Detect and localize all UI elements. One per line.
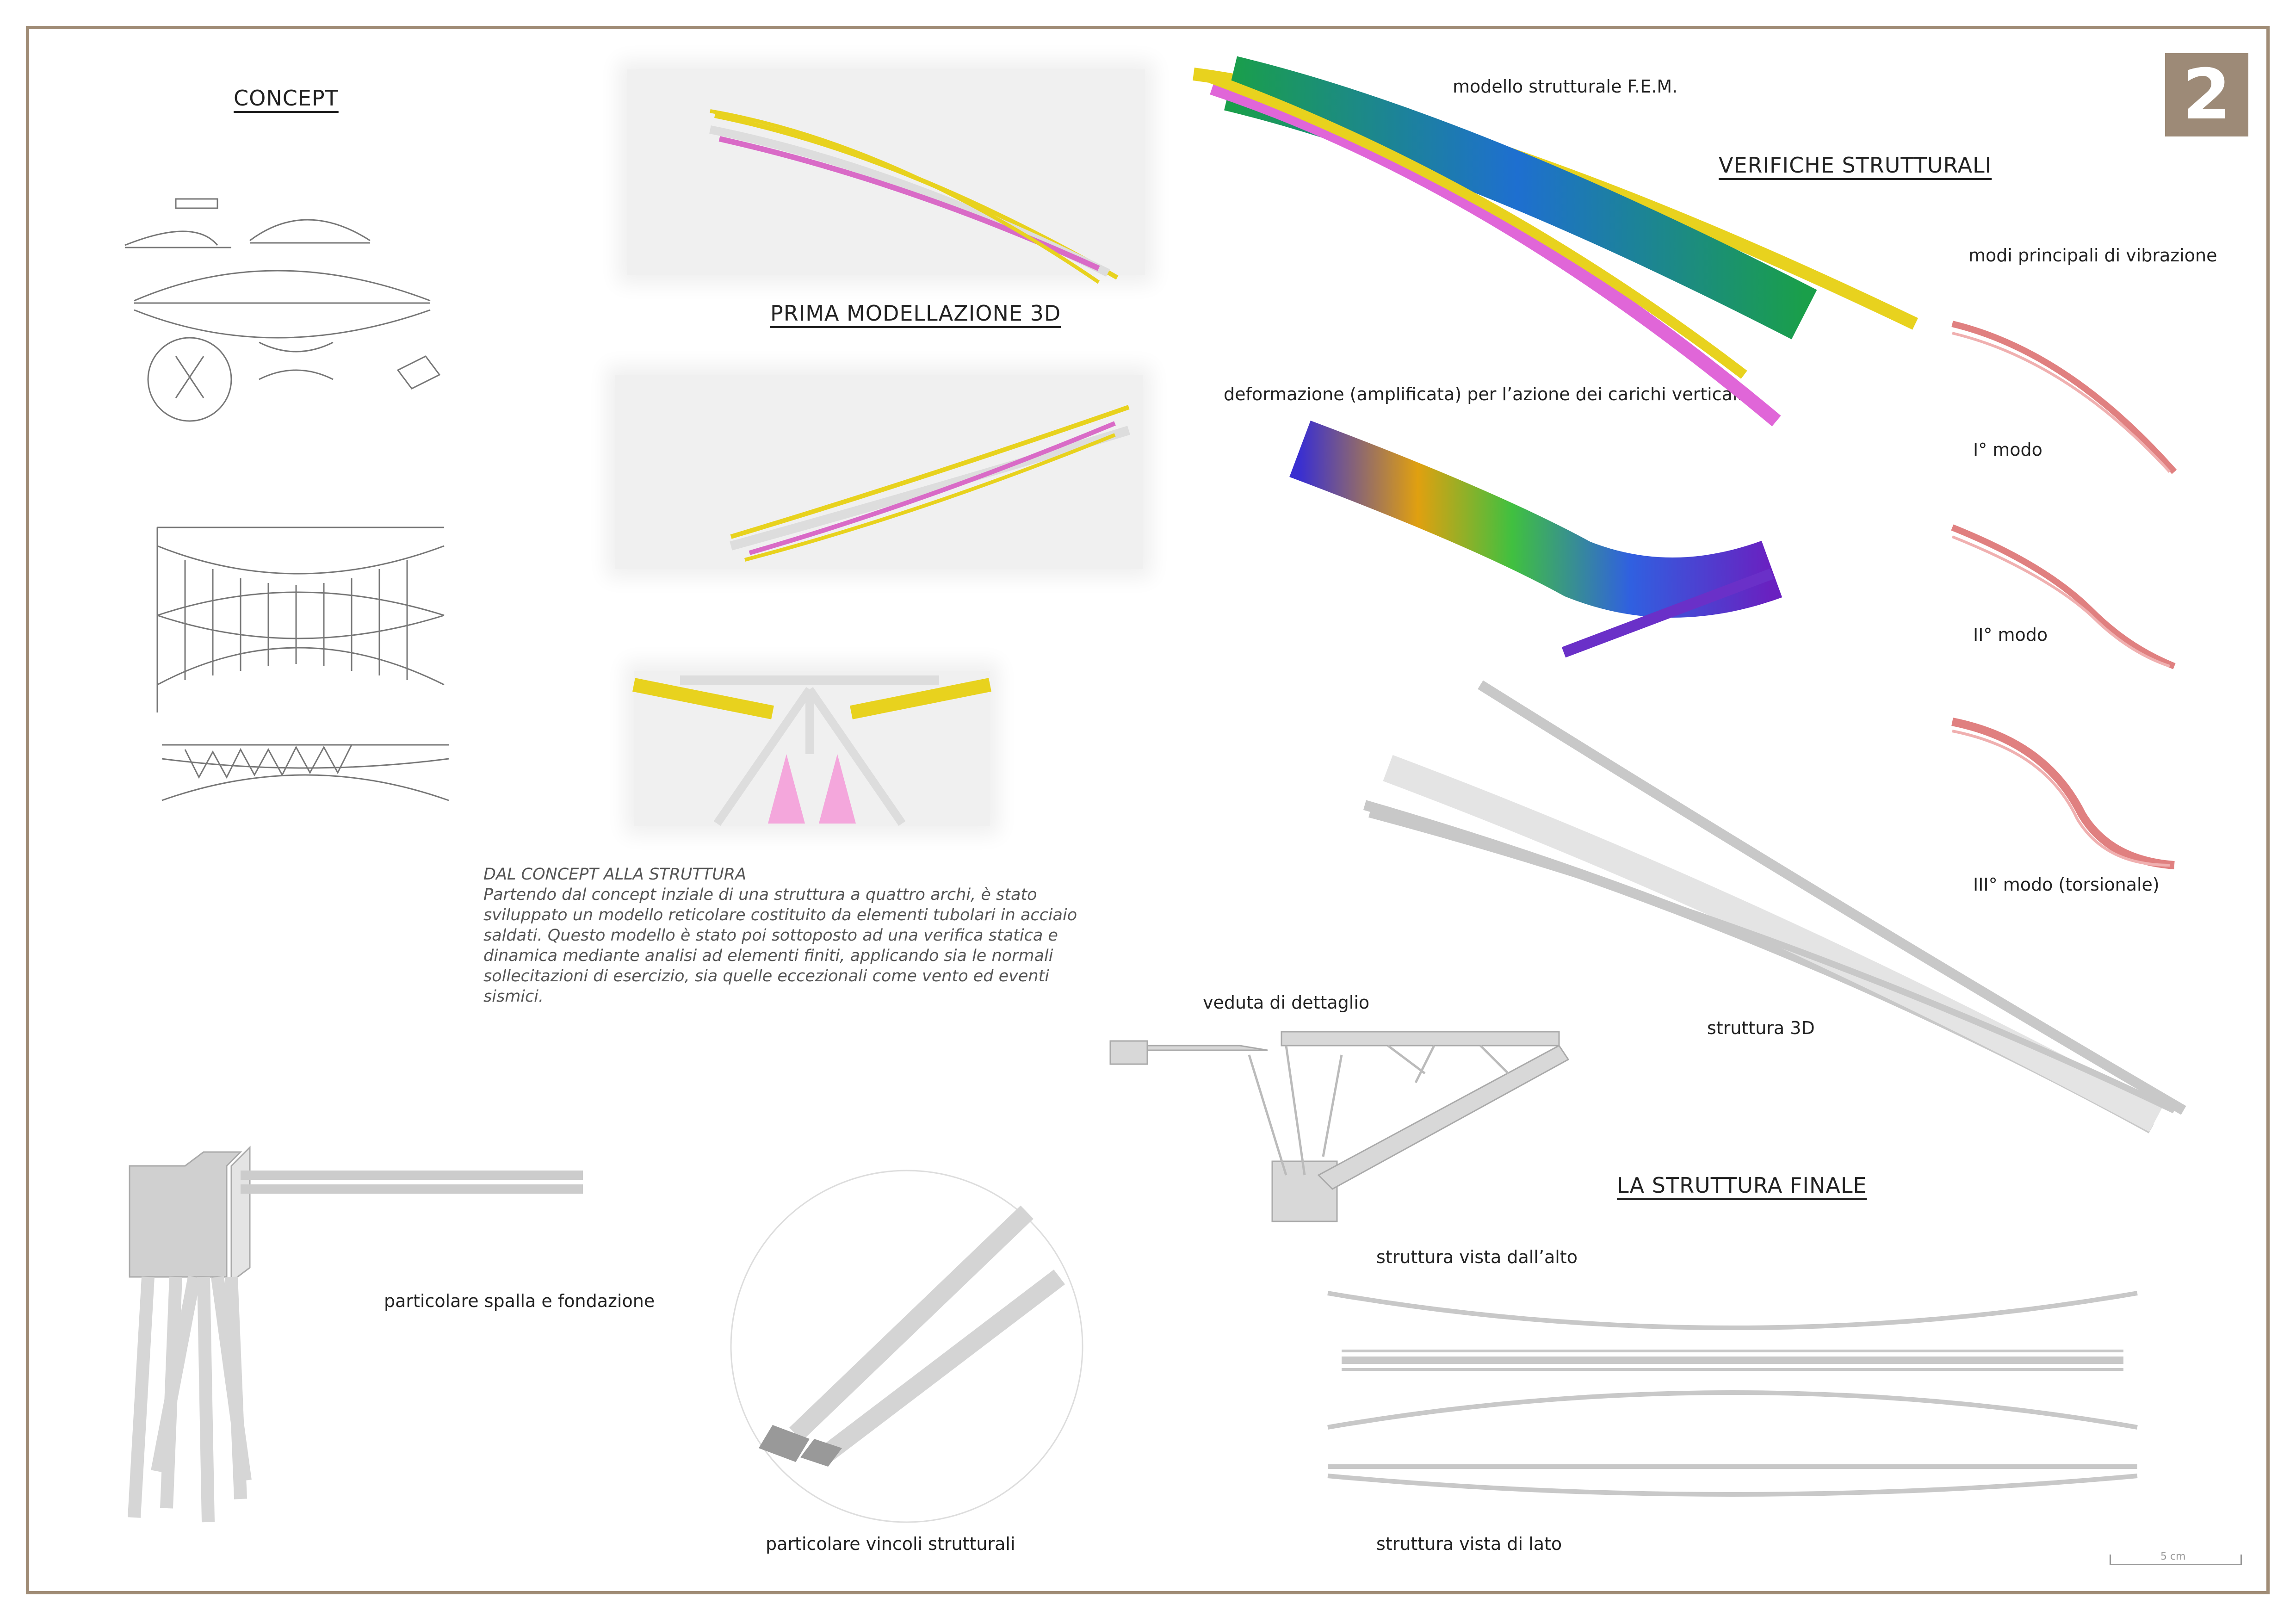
structure-3d-render (1363, 680, 2186, 1134)
description-paragraph: DAL CONCEPT ALLA STRUTTURA Partendo dal … (483, 864, 1080, 1007)
label-constraints-detail: particolare vincoli strutturali (766, 1534, 1015, 1554)
label-deformation: deformazione (amplificata) per l’azione … (1224, 384, 1743, 404)
detail-view-render (1109, 1031, 1570, 1222)
heading-struttura-finale: LA STRUTTURA FINALE (1617, 1173, 1867, 1198)
label-mode-1: I° modo (1973, 440, 2042, 460)
label-mode-2: II° modo (1973, 625, 2048, 645)
vibration-mode-3 (1951, 718, 2175, 869)
label-abutment-foundation: particolare spalla e fondazione (384, 1291, 655, 1311)
vibration-mode-1 (1951, 321, 2177, 474)
scale-bar (2110, 1555, 2242, 1565)
concept-sketch-top (124, 198, 441, 422)
deformation-render (1289, 421, 1782, 658)
vibration-mode-2 (1951, 524, 2176, 669)
abutment-foundation-render (128, 1146, 583, 1523)
label-detail-view: veduta di dettaglio (1203, 992, 1370, 1013)
heading-prima-modellazione: PRIMA MODELLAZIONE 3D (770, 301, 1061, 326)
label-vibration-modes: modi principali di vibrazione (1968, 245, 2217, 266)
label-mode-3: III° modo (torsionale) (1973, 874, 2160, 895)
side-view-render (1327, 1464, 2138, 1497)
concept-sketch-elevation (161, 744, 449, 801)
fem-model-render (1193, 56, 1918, 427)
page-frame (26, 26, 2270, 1594)
constraints-detail-render (730, 1170, 1083, 1523)
paragraph-body: Partendo dal concept inziale di una stru… (483, 886, 1077, 1006)
heading-concept: CONCEPT (234, 86, 339, 111)
scale-bar-label: 5 cm (2160, 1551, 2186, 1562)
heading-verifiche: VERIFICHE STRUTTURALI (1719, 153, 1992, 178)
label-structure-3d: struttura 3D (1707, 1018, 1815, 1038)
render-first-model-1 (627, 69, 1145, 284)
concept-sketch-plan (156, 527, 445, 712)
label-fem-model: modello strutturale F.E.M. (1453, 76, 1678, 97)
label-top-view: struttura vista dall’alto (1376, 1247, 1578, 1267)
render-first-model-detail (632, 671, 991, 826)
top-view-render (1327, 1291, 2138, 1430)
render-first-model-2 (615, 375, 1143, 569)
label-side-view: struttura vista di lato (1376, 1534, 1562, 1554)
paragraph-title: DAL CONCEPT ALLA STRUTTURA (483, 865, 747, 884)
page-number-badge: 2 (2165, 53, 2248, 136)
